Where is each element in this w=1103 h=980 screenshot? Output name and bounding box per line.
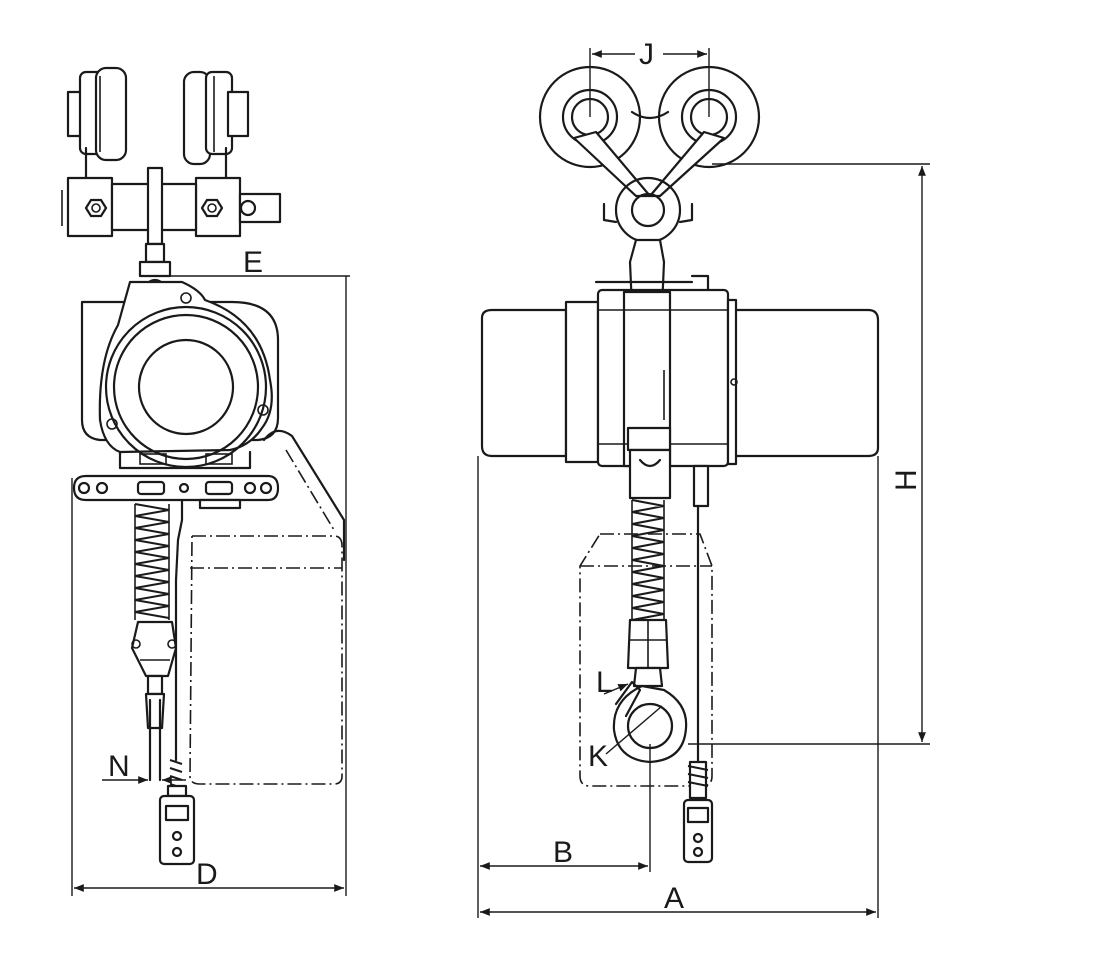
chain-spring-front bbox=[631, 499, 665, 621]
trolley-wheel-right bbox=[182, 70, 250, 198]
trolley-wheels-front bbox=[538, 65, 761, 244]
chain-bag-arm bbox=[262, 429, 346, 562]
support-bar bbox=[72, 474, 280, 510]
chain-bag-side bbox=[189, 535, 343, 785]
trolley-frame bbox=[61, 166, 282, 302]
label-b: B bbox=[553, 836, 573, 869]
chain-spring-side bbox=[134, 503, 170, 620]
front-view bbox=[480, 65, 880, 864]
chain-bag-arm-dashed bbox=[285, 449, 335, 531]
label-a: A bbox=[664, 882, 684, 915]
hook-block-front bbox=[626, 618, 670, 688]
label-l: L bbox=[596, 666, 613, 699]
pendant-front bbox=[682, 504, 714, 864]
hoist-body-side bbox=[80, 280, 280, 470]
label-e: E bbox=[243, 246, 263, 279]
label-h: H bbox=[890, 469, 923, 491]
pendant-side bbox=[158, 498, 196, 866]
trolley-wheel-left bbox=[66, 66, 128, 198]
hook-front bbox=[612, 680, 688, 764]
dimension-labels: J E H L K N B D A bbox=[108, 38, 923, 915]
side-view bbox=[61, 66, 346, 866]
hook-block-side bbox=[130, 620, 178, 782]
dimension-lines bbox=[71, 48, 930, 918]
label-d: D bbox=[196, 858, 218, 891]
label-n: N bbox=[108, 750, 130, 783]
hoist-body-front bbox=[480, 288, 880, 468]
chain-guide-front bbox=[626, 426, 710, 508]
label-k: K bbox=[588, 740, 608, 773]
label-j: J bbox=[639, 38, 654, 71]
